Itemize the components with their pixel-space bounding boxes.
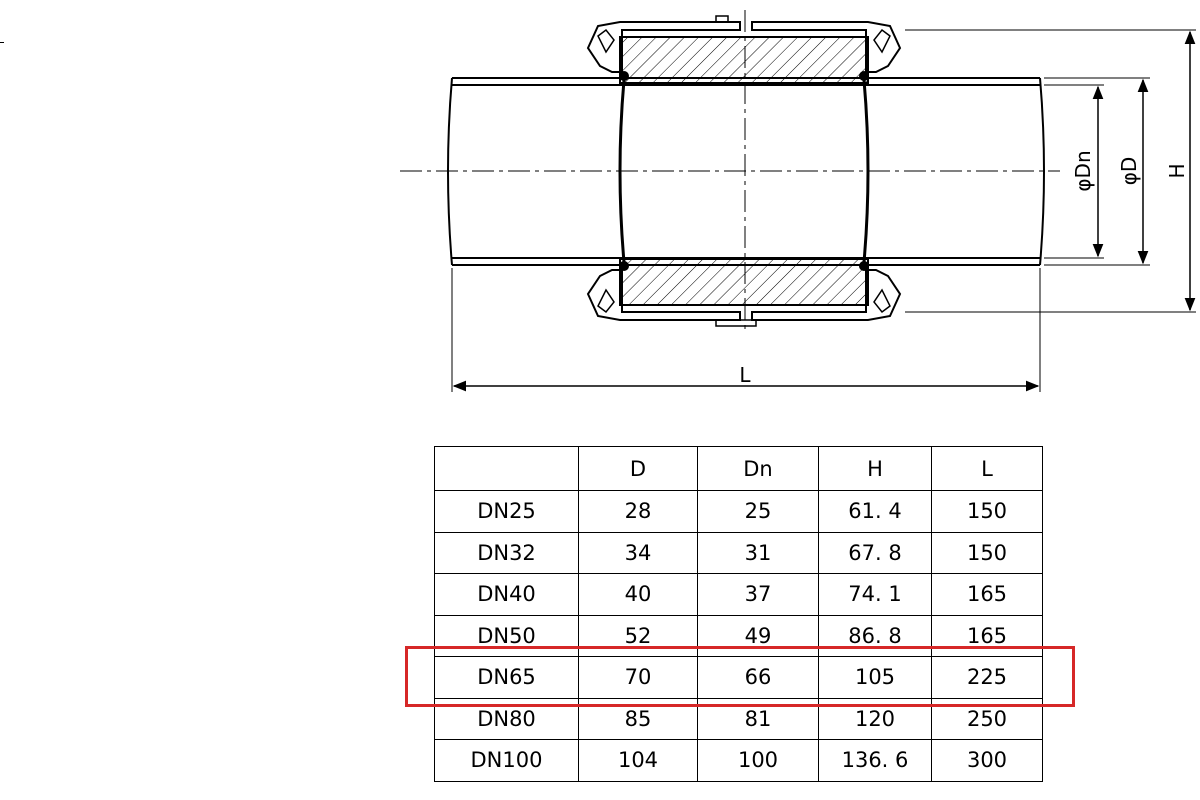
header-cell: Dn (697, 446, 819, 491)
height-label: H (1165, 163, 1189, 178)
table-cell: DN40 (434, 573, 579, 616)
table-cell: 49 (697, 614, 819, 657)
coupling-drawing: L φDn φD H (400, 10, 1196, 392)
table-cell: 120 (818, 697, 932, 740)
table-cell: 52 (578, 614, 698, 657)
table-cell: 67. 8 (818, 531, 932, 574)
extension-lines (451, 29, 1196, 392)
table-row-highlighted: DN65 70 66 105 225 (434, 656, 1043, 699)
table-cell: 81 (697, 697, 819, 740)
table-cell: 85 (578, 697, 698, 740)
table-cell: 28 (578, 490, 698, 533)
table-header-row: D Dn H L (434, 446, 1043, 491)
table-cell: 300 (931, 739, 1043, 782)
table-cell: 86. 8 (818, 614, 932, 657)
table-cell: 25 (697, 490, 819, 533)
table-cell: 250 (931, 697, 1043, 740)
table-row: DN40 40 37 74. 1 165 (434, 573, 1043, 616)
table-cell: 105 (818, 656, 932, 699)
table-cell: 61. 4 (818, 490, 932, 533)
dimension-table: D Dn H L DN25 28 25 61. 4 150 DN32 34 31… (434, 446, 1043, 782)
dimension-lines (452, 30, 1196, 392)
table-cell: 100 (697, 739, 819, 782)
table-row: DN100 104 100 136. 6 300 (434, 739, 1043, 782)
table-row: DN32 34 31 67. 8 150 (434, 531, 1043, 574)
top-sleeve (586, 15, 902, 84)
header-cell: L (931, 446, 1043, 491)
table-cell: DN80 (434, 697, 579, 740)
table-row: DN80 85 81 120 250 (434, 697, 1043, 740)
table-row: DN50 52 49 86. 8 165 (434, 614, 1043, 657)
table-row: DN25 28 25 61. 4 150 (434, 490, 1043, 533)
header-cell (434, 446, 579, 491)
table-cell: 70 (578, 656, 698, 699)
header-cell: D (578, 446, 698, 491)
table-cell: DN50 (434, 614, 579, 657)
table-cell: 31 (697, 531, 819, 574)
table-cell: 165 (931, 573, 1043, 616)
table-cell: 150 (931, 490, 1043, 533)
table-cell: DN100 (434, 739, 579, 782)
seal-bands (618, 79, 870, 263)
table-cell: 66 (697, 656, 819, 699)
table-cell: DN32 (434, 531, 579, 574)
table-cell: 225 (931, 656, 1043, 699)
outer-diameter-label: φD (1117, 157, 1141, 186)
table-cell: 165 (931, 614, 1043, 657)
inner-diameter-label: φDn (1071, 150, 1095, 191)
table-cell: 104 (578, 739, 698, 782)
table-cell: 37 (697, 573, 819, 616)
table-cell: 74. 1 (818, 573, 932, 616)
header-cell: H (818, 446, 932, 491)
table-cell: DN65 (434, 656, 579, 699)
edge-tick (0, 42, 4, 43)
length-label: L (739, 363, 751, 387)
table-cell: 40 (578, 573, 698, 616)
table-cell: 136. 6 (818, 739, 932, 782)
bottom-sleeve (586, 258, 902, 327)
table-cell: DN25 (434, 490, 579, 533)
table-cell: 34 (578, 531, 698, 574)
table-cell: 150 (931, 531, 1043, 574)
